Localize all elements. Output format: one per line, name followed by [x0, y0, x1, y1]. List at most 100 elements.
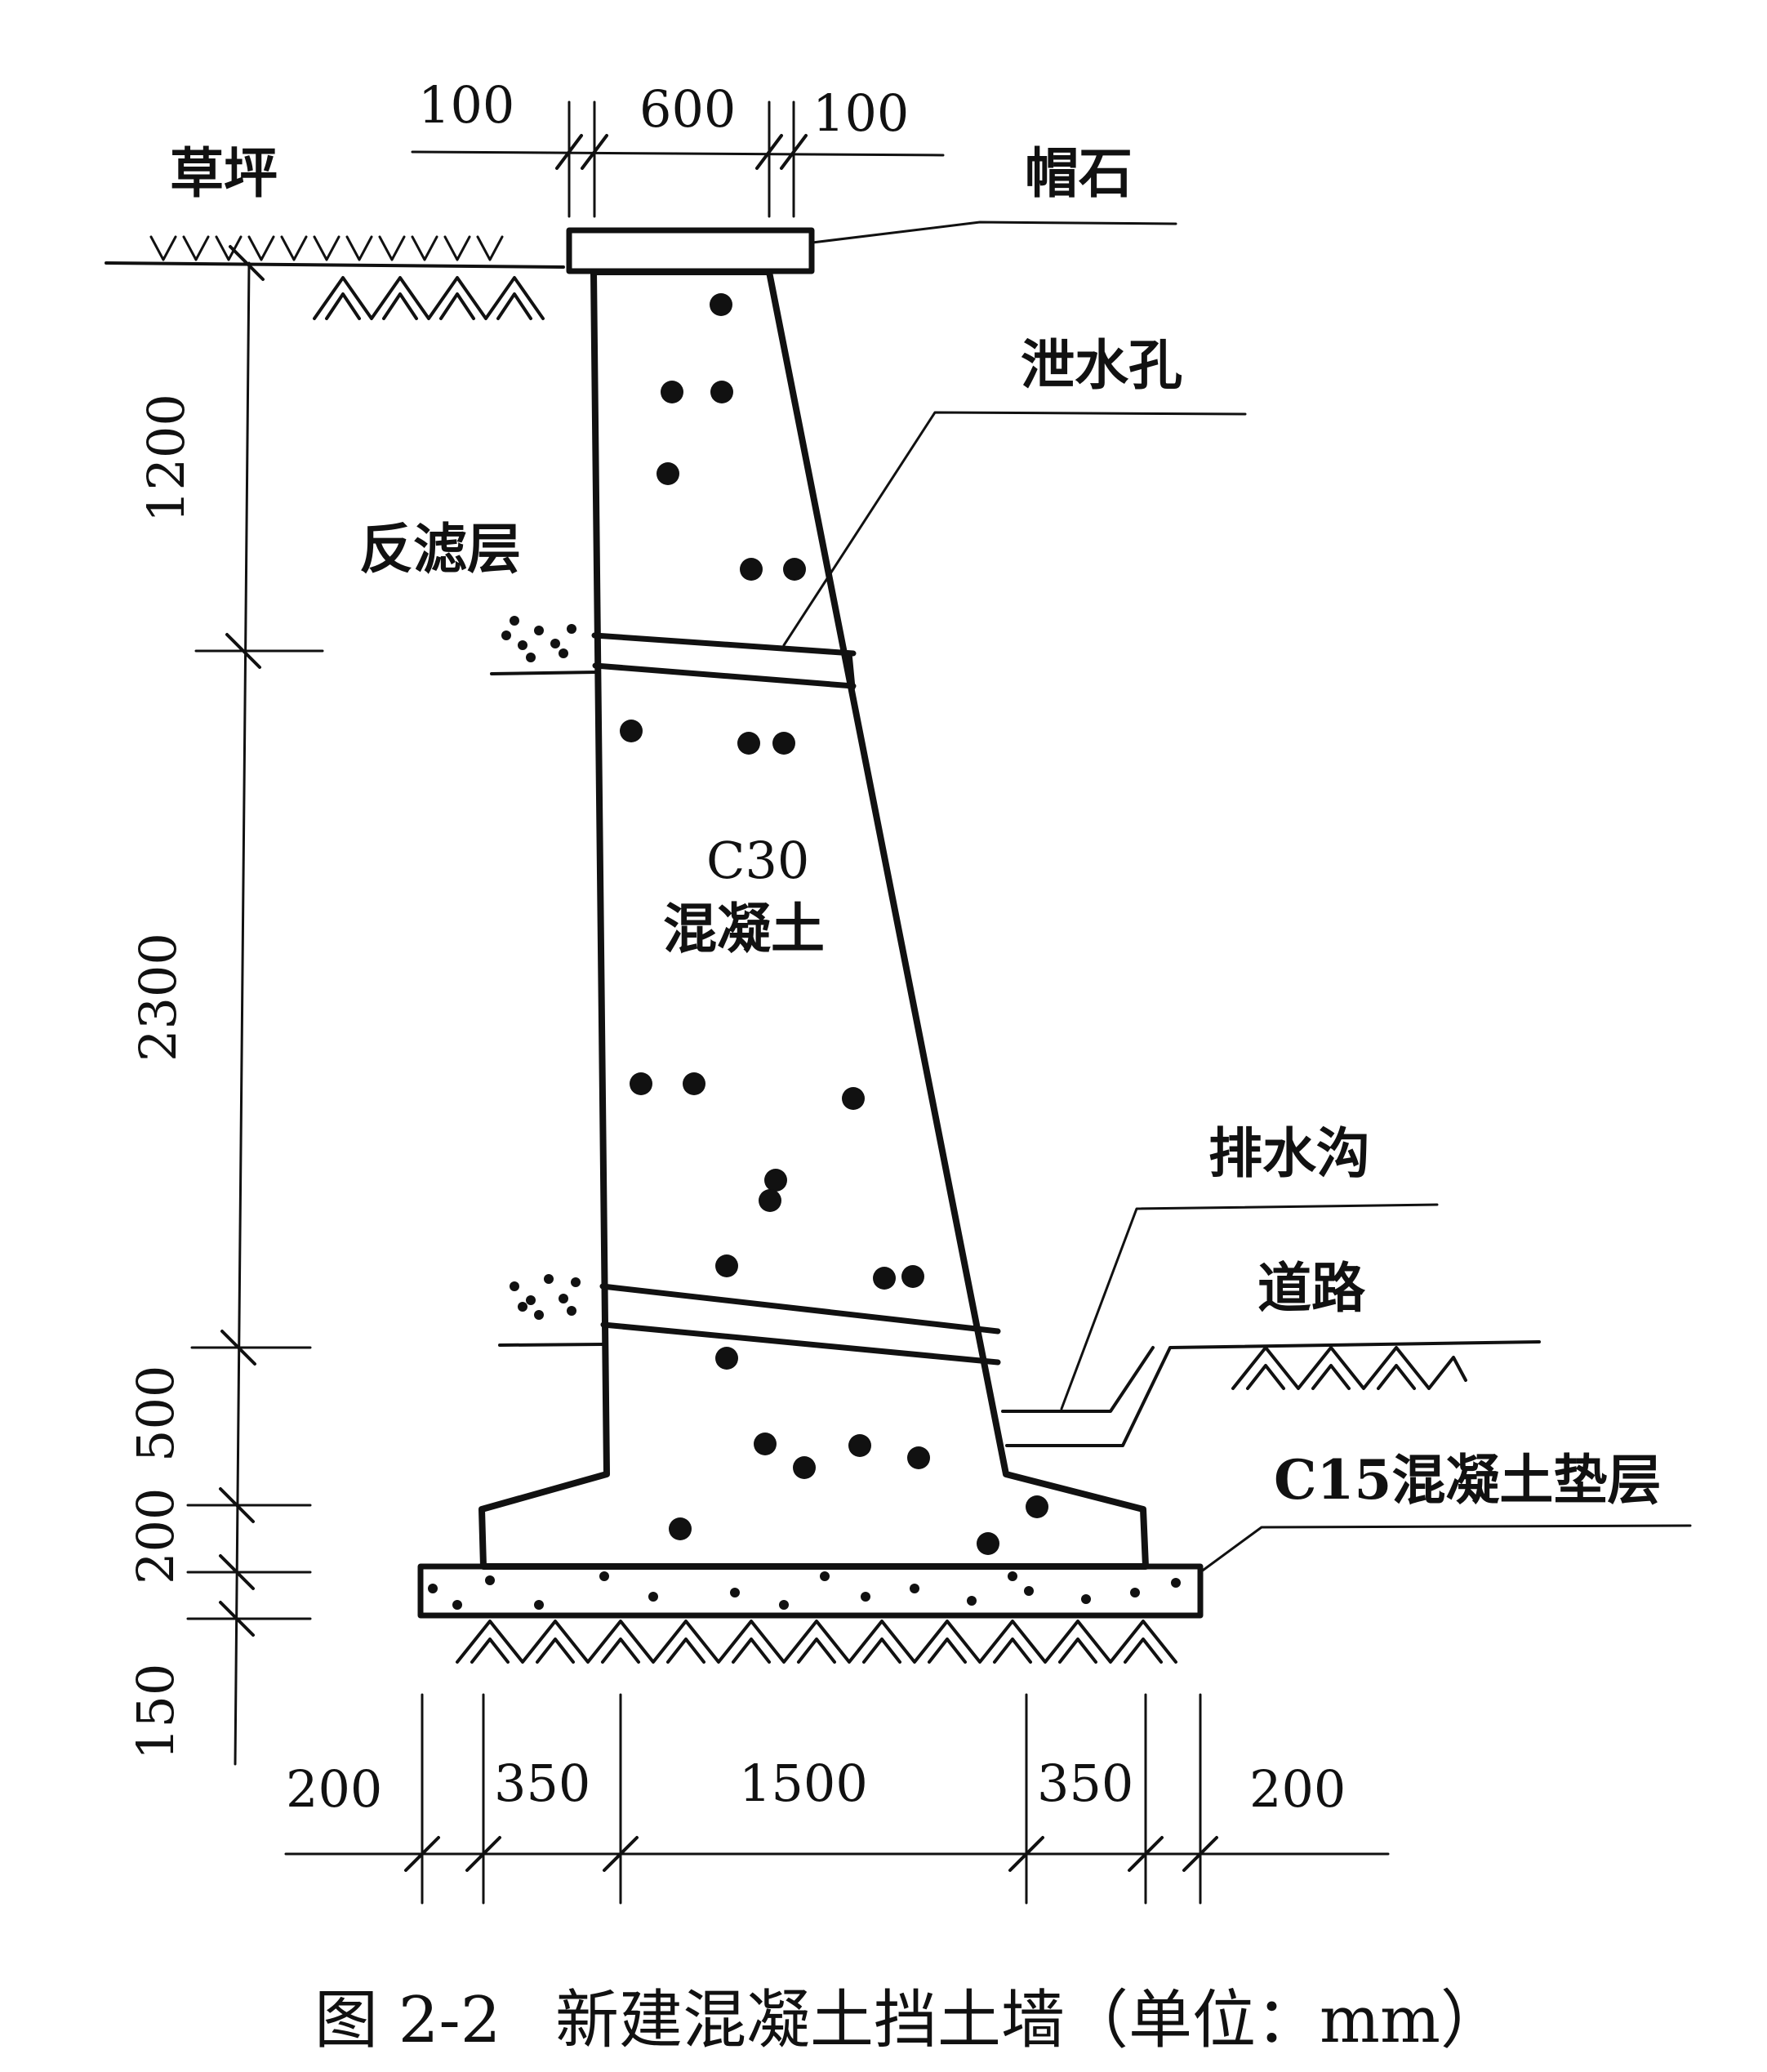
concrete-aggregate-dots	[428, 293, 1181, 1610]
weep-hole-upper	[591, 632, 857, 691]
gravel-dot	[648, 1592, 658, 1602]
aggregate-dot	[710, 381, 733, 403]
label-concrete-grade: C30	[706, 831, 809, 890]
aggregate-dot	[873, 1267, 896, 1290]
leader-cushion	[1199, 1524, 1692, 1574]
dim-top-right: 100	[812, 83, 909, 143]
gravel-dot	[730, 1588, 740, 1597]
dim-bottom-350-right: 350	[1037, 1753, 1133, 1813]
aggregate-dot	[661, 381, 683, 403]
aggregate-dot	[683, 1072, 705, 1095]
label-road: 道路	[1257, 1256, 1366, 1320]
dim-line-left	[186, 261, 324, 1766]
aggregate-dot	[907, 1446, 930, 1469]
gravel-dot	[518, 1302, 527, 1312]
filter-ledge-lower	[498, 1343, 604, 1347]
gravel-dot	[501, 631, 511, 640]
aggregate-dot	[1026, 1495, 1048, 1518]
soil-hatch-top	[313, 276, 545, 320]
gravel-dot	[534, 1600, 544, 1610]
filter-ledge-upper	[490, 671, 598, 675]
dim-left-150: 150	[126, 1664, 185, 1760]
aggregate-dot	[842, 1087, 865, 1110]
aggregate-dot	[715, 1347, 738, 1370]
dim-bottom-200-left: 200	[286, 1759, 382, 1819]
dim-top-mid: 600	[639, 79, 736, 139]
dim-top-left: 100	[418, 75, 514, 135]
gravel-dot	[567, 624, 576, 634]
dim-ticks-bottom	[404, 1836, 1218, 1872]
aggregate-dot	[759, 1189, 781, 1212]
dim-left-2300: 2300	[128, 933, 188, 1062]
gravel-dot	[571, 1277, 581, 1287]
dim-left-500: 500	[126, 1366, 185, 1462]
gravel-dot	[526, 1295, 536, 1305]
gravel-dot	[518, 640, 527, 650]
aggregate-dot	[754, 1433, 777, 1455]
aggregate-dot	[901, 1265, 924, 1288]
caption-number: 图 2-2	[314, 1984, 501, 2057]
dim-bottom-350-left: 350	[494, 1753, 590, 1813]
dim-bottom-200-right: 200	[1249, 1759, 1346, 1819]
caption-title: 新建混凝土挡土墙（单位：mm）	[555, 1984, 1504, 2057]
aggregate-dot	[740, 558, 763, 581]
aggregate-dot	[737, 732, 760, 755]
ground-line	[105, 261, 565, 269]
aggregate-dot	[783, 558, 806, 581]
gravel-dot	[820, 1571, 830, 1581]
label-filter-layer: 反滤层	[359, 517, 521, 581]
soil-hatch-road	[1231, 1346, 1467, 1390]
dim-line-top	[411, 100, 945, 218]
gravel-dot	[559, 648, 568, 658]
aggregate-dot	[657, 462, 679, 485]
dim-line-bottom	[284, 1693, 1390, 1905]
label-lawn: 草坪	[170, 141, 278, 205]
gravel-dot	[534, 1310, 544, 1320]
dim-ticks-left	[219, 245, 265, 1637]
gravel-dot	[485, 1575, 495, 1585]
dim-ticks-top	[555, 134, 808, 170]
dim-left-200: 200	[126, 1488, 185, 1584]
leader-drain-ditch	[1060, 1203, 1439, 1410]
gravel-dot	[534, 626, 544, 635]
label-cushion: C15混凝土垫层	[1274, 1448, 1661, 1512]
gravel-dot	[510, 616, 519, 626]
gravel-dot	[779, 1600, 789, 1610]
aggregate-dot	[669, 1517, 692, 1540]
gravel-dot	[567, 1306, 576, 1316]
aggregate-dot	[977, 1532, 999, 1555]
label-concrete: 混凝土	[663, 897, 825, 960]
aggregate-dot	[848, 1434, 871, 1457]
lawn-grass-marks	[149, 235, 504, 261]
gravel-dot	[1008, 1571, 1017, 1581]
gravel-dot	[910, 1584, 919, 1593]
aggregate-dot	[620, 720, 643, 742]
dim-left-1200: 1200	[136, 394, 196, 523]
soil-hatch-base	[456, 1620, 1177, 1664]
aggregate-dot	[630, 1072, 652, 1095]
drain-ditch	[1001, 1346, 1155, 1413]
gravel-dot	[510, 1281, 519, 1291]
coping-stone	[566, 227, 815, 274]
weep-hole-lower	[599, 1283, 1001, 1366]
aggregate-dot	[715, 1254, 738, 1277]
gravel-dot	[559, 1294, 568, 1303]
leader-road	[1168, 1340, 1541, 1349]
gravel-dot	[599, 1571, 609, 1581]
gravel-dot	[1130, 1588, 1140, 1597]
gravel-dot	[428, 1584, 438, 1593]
gravel-dot	[1024, 1586, 1034, 1596]
aggregate-dot	[772, 732, 795, 755]
c15-cushion	[417, 1563, 1204, 1619]
gravel-dot	[861, 1592, 870, 1602]
gravel-dot	[452, 1600, 462, 1610]
gravel-dot	[1171, 1578, 1181, 1588]
gravel-dot	[550, 639, 560, 648]
label-drain-ditch: 排水沟	[1208, 1121, 1370, 1185]
gravel-dot	[1081, 1594, 1091, 1604]
aggregate-dot	[710, 293, 732, 316]
aggregate-dot	[764, 1169, 787, 1192]
leader-weep-hole	[782, 411, 1247, 647]
